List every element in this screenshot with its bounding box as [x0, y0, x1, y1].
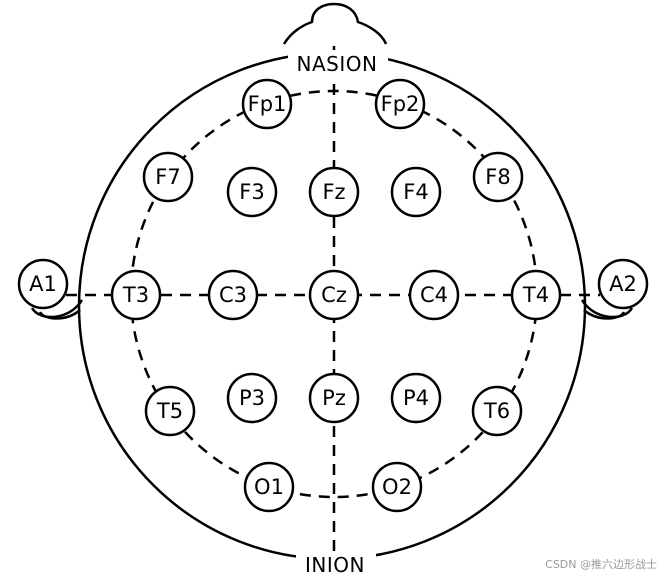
electrode-label: Fz: [322, 180, 345, 204]
electrode-label: P3: [239, 386, 265, 410]
electrode-label: C4: [420, 283, 448, 307]
electrode-label: F4: [403, 180, 428, 204]
electrode-label: T5: [156, 399, 183, 423]
electrode-label: T6: [483, 399, 510, 423]
electrode-Fz: Fz: [308, 166, 360, 218]
electrode-Fp1: Fp1: [241, 78, 293, 130]
electrode-P4: P4: [390, 372, 442, 424]
electrodes-layer: Fp1 Fp2 F7 F3 Fz F4 F8 A1 T3 C3 Cz C4 T4…: [17, 78, 649, 513]
electrode-label: F3: [239, 180, 264, 204]
electrode-T6: T6: [471, 385, 523, 437]
electrode-Cz: Cz: [308, 269, 360, 321]
electrode-label: F7: [155, 165, 180, 189]
electrode-C3: C3: [207, 269, 259, 321]
inion-label: INION: [305, 553, 365, 577]
electrode-F8: F8: [472, 151, 524, 203]
electrode-label: P4: [403, 386, 429, 410]
electrode-label: Cz: [321, 283, 347, 307]
electrode-T4: T4: [510, 269, 562, 321]
electrode-label: Fp2: [381, 92, 420, 116]
nose-outline: [282, 2, 388, 45]
electrode-label: T3: [122, 283, 149, 307]
electrode-F7: F7: [142, 151, 194, 203]
electrode-Pz: Pz: [308, 372, 360, 424]
electrode-T3: T3: [110, 269, 162, 321]
electrode-label: A1: [29, 272, 57, 296]
electrode-label: T4: [522, 283, 549, 307]
nasion-label: NASION: [297, 52, 378, 76]
electrode-Fp2: Fp2: [374, 78, 426, 130]
electrode-A1: A1: [17, 258, 69, 310]
electrode-T5: T5: [144, 385, 196, 437]
electrode-C4: C4: [408, 269, 460, 321]
electrode-O2: O2: [371, 461, 423, 513]
electrode-label: O2: [382, 475, 412, 499]
electrode-label: A2: [609, 272, 637, 296]
watermark-text: CSDN @推六边形战士: [545, 557, 657, 571]
electrode-label: Pz: [322, 386, 346, 410]
electrode-F3: F3: [226, 166, 278, 218]
electrode-label: O1: [254, 475, 284, 499]
electrode-O1: O1: [243, 461, 295, 513]
electrode-A2: A2: [597, 258, 649, 310]
electrode-label: C3: [219, 283, 247, 307]
electrode-P3: P3: [226, 372, 278, 424]
electrode-label: Fp1: [248, 92, 287, 116]
electrode-label: F8: [485, 165, 510, 189]
electrode-F4: F4: [390, 166, 442, 218]
